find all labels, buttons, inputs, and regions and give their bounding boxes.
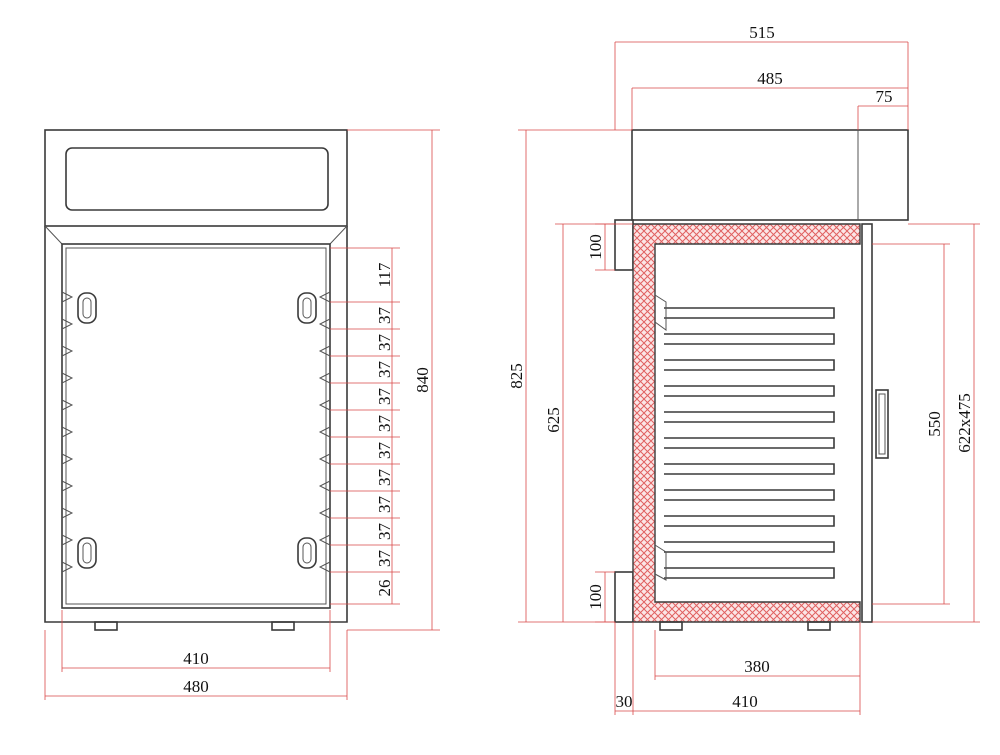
depth-body-label: 485 <box>757 69 783 88</box>
tray-spacing-label: 37 <box>375 388 394 406</box>
cabinet-height-label: 625 <box>544 407 563 433</box>
side-view: 515 485 75 825 625 100 100 550 622x475 3… <box>507 23 980 715</box>
tray-spacing-label: 37 <box>375 550 394 568</box>
tray-spacing-label: 37 <box>375 469 394 487</box>
inner-depth-label: 380 <box>744 657 770 676</box>
front-dimensions: 840 117 37 37 37 37 37 37 37 37 37 37 26 410 480 <box>44 129 440 700</box>
tray-spacing-label: 37 <box>375 361 394 379</box>
front-view: 840 117 37 37 37 37 37 37 37 37 37 37 26 410 480 <box>44 129 440 700</box>
front-height-label: 840 <box>413 367 432 393</box>
tray-spacing-label: 37 <box>375 496 394 514</box>
front-outer-width-label: 480 <box>183 677 209 696</box>
door-handle <box>875 389 889 459</box>
front-door-inner <box>65 247 327 605</box>
front-foot-right <box>271 621 295 631</box>
side-foot-left <box>659 621 683 631</box>
front-top-panel <box>65 147 329 211</box>
front-body <box>44 226 348 623</box>
bottom-insulation-label: 100 <box>586 584 605 610</box>
tray-spacing-labels: 117 37 37 37 37 37 37 37 37 37 37 26 <box>375 262 394 596</box>
side-dimensions: 515 485 75 825 625 100 100 550 622x475 3… <box>507 23 980 715</box>
door-handle-grip <box>878 393 886 455</box>
side-foot-right <box>807 621 831 631</box>
front-inner-width-label: 410 <box>183 649 209 668</box>
tray-spacing-label: 117 <box>375 262 394 287</box>
door-height-label: 550 <box>925 411 944 437</box>
front-foot-left <box>94 621 118 631</box>
side-bottom-block <box>614 571 634 623</box>
wall-thickness-label: 30 <box>616 692 633 711</box>
tray-size-label: 622x475 <box>955 393 974 453</box>
bottom-depth-label: 410 <box>732 692 758 711</box>
tray-spacing-label: 37 <box>375 415 394 433</box>
front-bevel <box>44 225 348 245</box>
side-top-unit <box>631 129 909 221</box>
tray-spacing-label: 26 <box>375 580 394 597</box>
front-shelf-rails <box>61 291 331 573</box>
front-top-unit <box>44 129 348 227</box>
tray-spacing-label: 37 <box>375 307 394 325</box>
front-door <box>61 243 331 609</box>
side-shelves <box>654 294 835 581</box>
side-height-total-label: 825 <box>507 363 526 389</box>
tray-spacing-label: 37 <box>375 334 394 352</box>
top-insulation-label: 100 <box>586 234 605 260</box>
side-top-block <box>614 219 634 271</box>
door-offset-label: 75 <box>876 87 893 106</box>
front-slots <box>77 292 317 569</box>
tray-spacing-label: 37 <box>375 442 394 460</box>
insulation-wall <box>632 223 861 623</box>
tray-spacing-label: 37 <box>375 523 394 541</box>
side-door-edge <box>861 223 873 623</box>
depth-total-label: 515 <box>749 23 775 42</box>
